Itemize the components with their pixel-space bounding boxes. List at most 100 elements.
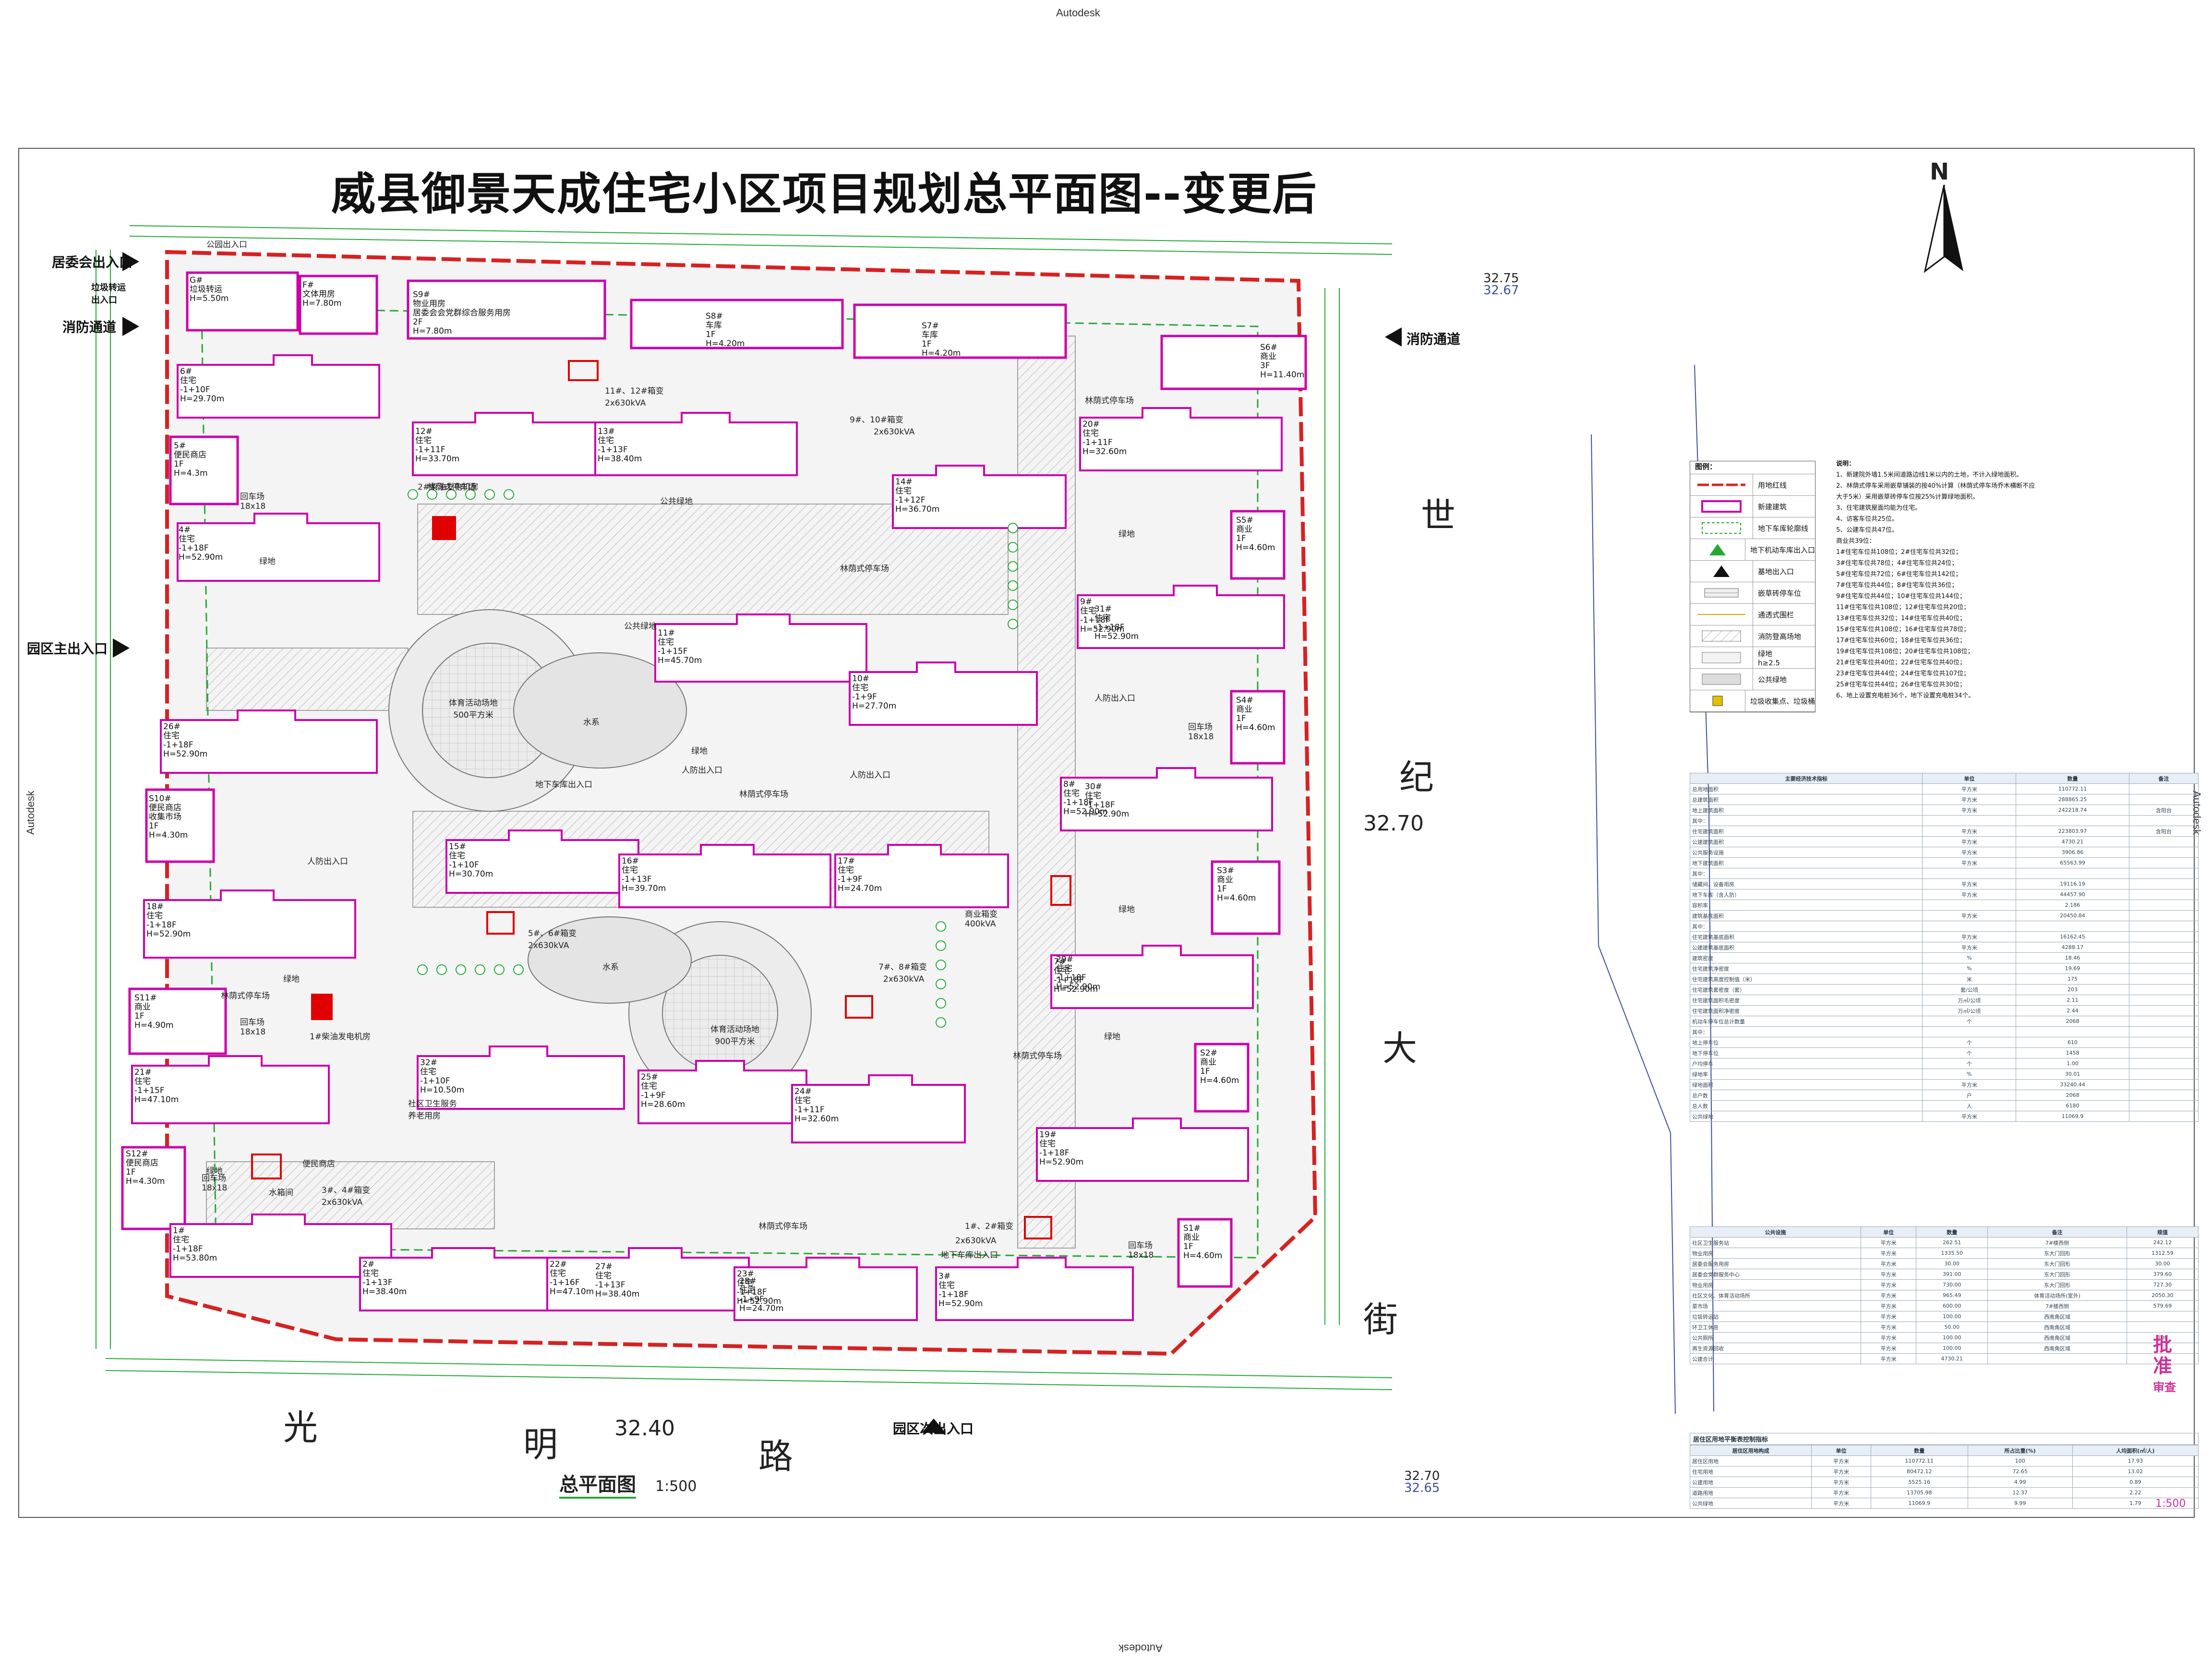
label-water-pump: 水箱间 xyxy=(269,1188,293,1198)
table-cell: 65563.99 xyxy=(2016,857,2129,868)
building-name: 住宅 xyxy=(1082,429,1099,438)
table-cell xyxy=(2128,794,2199,805)
table-cell xyxy=(2128,1047,2199,1058)
table-cell: 平方米 xyxy=(1861,1311,1917,1322)
table-cell: 13.02 xyxy=(2072,1466,2199,1477)
building-height: H=29.70m xyxy=(180,394,225,404)
table-cell: 30.01 xyxy=(2016,1069,2129,1080)
table-cell: 平方米 xyxy=(1811,1477,1871,1488)
entrance-main: 园区主出入口 xyxy=(27,641,108,657)
table-cell: 平方米 xyxy=(1861,1322,1917,1333)
table-cell: 菜市场 xyxy=(1689,1300,1862,1311)
building-id: 9# xyxy=(1080,597,1093,607)
legend-label: 通透式围栏 xyxy=(1758,610,1794,619)
building-id: S12# xyxy=(126,1149,148,1159)
table-cell: 2.44 xyxy=(2016,1005,2129,1016)
building-id: 20# xyxy=(1082,420,1100,429)
table-cell: 4.99 xyxy=(1967,1477,2073,1488)
label-capacity-e: 2x630kVA xyxy=(322,1198,363,1207)
table-cell: 610 xyxy=(2016,1037,2129,1048)
building-id: S3# xyxy=(1217,866,1234,876)
building-height: H=38.40m xyxy=(595,1289,640,1299)
table-cell xyxy=(2128,878,2199,890)
building-height: H=52.90m xyxy=(1039,1157,1084,1167)
table-cell: 20450.84 xyxy=(2016,910,2129,921)
table-header-cell: 备注 xyxy=(1987,1226,2127,1238)
building-name: 商业 xyxy=(1183,1233,1200,1242)
table-row: 住宅建筑净密度%19.69 xyxy=(1689,963,2199,974)
note-line: 商业共39位： xyxy=(1836,538,1875,545)
building-floors: -1+9F xyxy=(739,1295,764,1304)
building-id: 22# xyxy=(550,1260,567,1269)
building-height: H=4.20m xyxy=(706,339,745,349)
table-cell: 物业用房 xyxy=(1689,1248,1862,1259)
grass-brick-icon xyxy=(1690,582,1753,603)
table-cell: 平方米 xyxy=(1861,1353,1917,1364)
road-east-char-3: 大 xyxy=(1382,1028,1418,1069)
building-name: 住宅 xyxy=(163,731,180,741)
table-cell: 西南角区域 xyxy=(1987,1332,2127,1343)
elev-se-top: 32.70 xyxy=(1404,1469,1440,1483)
table-cell xyxy=(2128,783,2199,794)
label-boiler-room: 1#柴油发电机房 xyxy=(310,1032,371,1042)
table-cell: 住宅建筑面积 xyxy=(1689,826,1923,837)
building-name: 便民商店 xyxy=(126,1158,158,1168)
label-basement-entrance-2: 地下车库出入口 xyxy=(941,1250,998,1260)
table-cell xyxy=(2128,1005,2199,1016)
note-line: 13#住宅车位共32位；14#住宅车位共40位； xyxy=(1836,615,1966,622)
label-green-3: 绿地 xyxy=(691,746,708,756)
building-height: H=4.60m xyxy=(1236,723,1275,733)
note-line: 2、林荫式停车采用嵌草铺装的按40%计算（林荫式停车场乔木横断不应 xyxy=(1836,482,2035,490)
building-height: H=4.90m xyxy=(134,1021,174,1030)
building-height: H=52.90m xyxy=(1080,625,1125,634)
table-cell xyxy=(1922,868,2017,879)
table-header-cell: 人均面积(㎡/人) xyxy=(2072,1445,2199,1456)
notes-title: 说明： xyxy=(1836,460,1855,468)
table-header-cell: 主要经济技术指标 xyxy=(1689,773,1923,784)
table-cell xyxy=(2128,1037,2199,1048)
building-name: 住宅 xyxy=(739,1286,756,1295)
building-floors: -1+18F xyxy=(146,920,177,930)
building-id: S11# xyxy=(134,993,157,1003)
building-name: 住宅 xyxy=(1080,606,1096,616)
table-cell: 100.00 xyxy=(1916,1343,1988,1354)
building-floors: -1+18F xyxy=(163,740,193,750)
table-cell: 公共绿地 xyxy=(1689,1111,1923,1122)
building-id: 5# xyxy=(174,441,186,451)
table-cell xyxy=(2128,857,2199,868)
generator-rooms xyxy=(311,516,456,1020)
label-green-5: 绿地 xyxy=(1104,1032,1120,1042)
building-name: 住宅 xyxy=(838,866,854,875)
building-id: 26# xyxy=(163,722,180,732)
building-id: F# xyxy=(302,280,314,290)
table-cell: 绿地率 xyxy=(1689,1069,1923,1080)
note-line: 大于5米）采用嵌草砖停车位按25%计算绿地面积。 xyxy=(1836,493,1979,501)
table-cell: 住宅用地 xyxy=(1689,1466,1812,1477)
label-people-entrance-4: 人防出入口 xyxy=(307,857,348,866)
label-green-1: 绿地 xyxy=(259,557,276,566)
building-floors: -1+10F xyxy=(449,860,479,870)
magenta-box-icon xyxy=(1690,496,1753,517)
table-header-cell: 数量 xyxy=(2016,773,2129,784)
building-name: 住宅 xyxy=(1039,1139,1056,1149)
building-name: 住宅 xyxy=(1063,789,1080,798)
buildings-north-row xyxy=(186,271,1307,390)
building-height: H=52.90m xyxy=(938,1299,983,1309)
building-floors: -1+11F xyxy=(1082,438,1113,447)
table-cell: 平方米 xyxy=(1922,1079,2017,1090)
building-name: 住宅 xyxy=(852,683,868,693)
